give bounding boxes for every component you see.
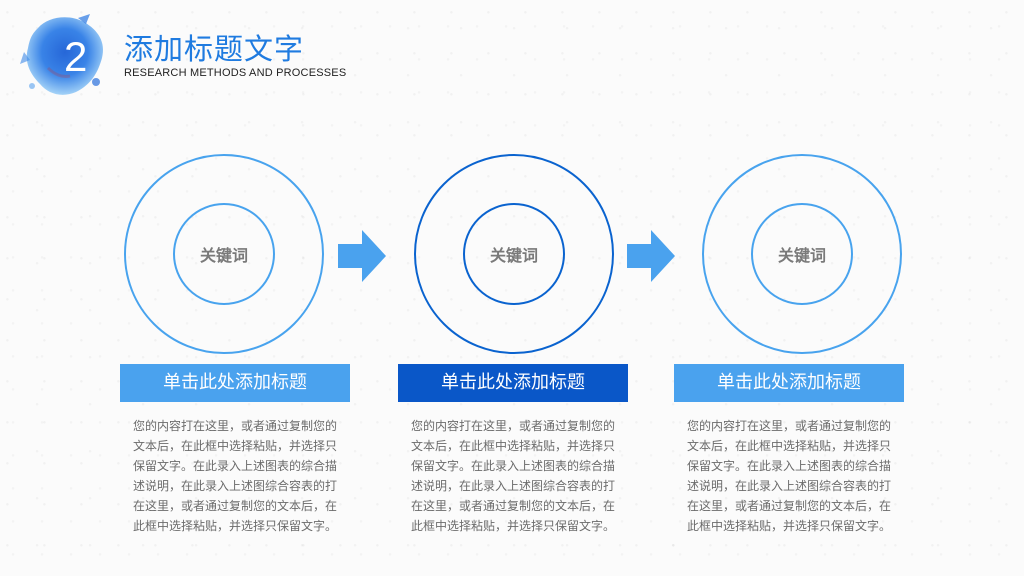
step-3-circle: 关键词 (702, 154, 902, 354)
step-2-keyword: 关键词 (489, 246, 538, 265)
step-3-heading[interactable]: 单击此处添加标题 (674, 364, 904, 402)
watercolor-splash-icon (20, 14, 104, 95)
arrow-right-icon (627, 230, 675, 282)
step-1-circle: 关键词 (124, 154, 324, 354)
outer-ring (702, 154, 902, 354)
step-3-description[interactable]: 您的内容打在这里，或者通过复制您的文本后，在此框中选择粘贴，并选择只保留文字。在… (686, 419, 891, 533)
step-1-description[interactable]: 您的内容打在这里，或者通过复制您的文本后，在此框中选择粘贴，并选择只保留文字。在… (132, 419, 337, 533)
page-subtitle: RESEARCH METHODS AND PROCESSES (124, 67, 347, 79)
inner-ring (751, 203, 853, 305)
step-1-heading[interactable]: 单击此处添加标题 (120, 364, 350, 402)
section-number: 2 (64, 33, 88, 80)
section-badge: 2 (18, 12, 110, 100)
page-title: 添加标题文字 (124, 32, 305, 66)
step-2-description[interactable]: 您的内容打在这里，或者通过复制您的文本后，在此框中选择粘贴，并选择只保留文字。在… (410, 419, 615, 533)
inner-ring (463, 203, 565, 305)
outer-ring (414, 154, 614, 354)
outer-ring (124, 154, 324, 354)
step-1-keyword: 关键词 (199, 246, 248, 265)
inner-ring (173, 203, 275, 305)
step-3-keyword: 关键词 (777, 246, 826, 265)
arrow-right-icon (338, 230, 386, 282)
step-2-heading[interactable]: 单击此处添加标题 (398, 364, 628, 402)
step-2-circle: 关键词 (414, 154, 614, 354)
